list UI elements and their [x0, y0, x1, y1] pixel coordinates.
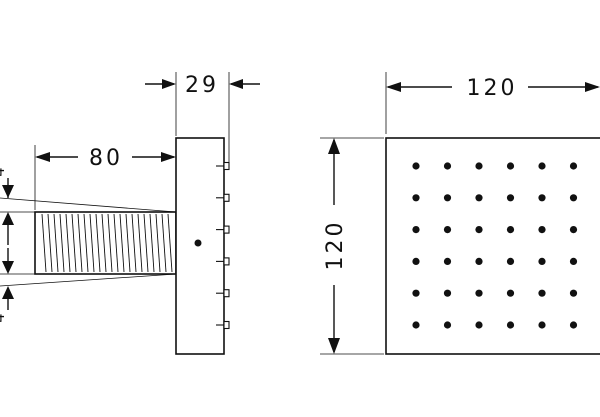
- nozzle-dot: [475, 162, 483, 170]
- dim-80-label: 80: [89, 146, 123, 171]
- nozzle-dot: [506, 289, 515, 297]
- nozzle-dot: [569, 257, 578, 265]
- dim-120-width-label: 120: [467, 76, 518, 101]
- nozzle-dot: [538, 321, 546, 329]
- thread-line: [107, 213, 113, 273]
- side-nozzle-stub: [223, 225, 230, 234]
- nozzle-dot: [412, 321, 420, 329]
- nozzle-dot: [412, 289, 420, 297]
- thread-line: [89, 213, 95, 273]
- thread-line: [149, 213, 155, 273]
- thread-line: [59, 213, 65, 273]
- thread-line: [77, 213, 83, 273]
- thread-line: [131, 213, 137, 273]
- thread-line: [143, 213, 149, 273]
- thread-line: [47, 213, 53, 273]
- side-nozzle-stub: [223, 161, 230, 171]
- nozzle-dot: [443, 162, 452, 170]
- nozzle-dot: [538, 162, 546, 170]
- thread-line: [119, 213, 125, 273]
- nozzle-dot: [475, 321, 483, 329]
- nozzle-dot: [412, 162, 420, 170]
- thread-line: [113, 213, 119, 273]
- dim-29-label: 29: [185, 73, 219, 98]
- thread-line: [71, 213, 77, 273]
- center-mark: [194, 239, 202, 247]
- nozzle-dot: [475, 257, 483, 265]
- nozzle-dot: [443, 321, 452, 329]
- thread-line: [41, 213, 47, 273]
- nozzle-dot: [506, 321, 515, 329]
- front-face: [385, 137, 600, 355]
- side-view: 29 80 4 4: [0, 72, 260, 355]
- thread-line: [83, 213, 89, 273]
- side-nozzle-stub: [223, 193, 230, 202]
- nozzle-dot: [569, 194, 578, 202]
- thread-line: [53, 213, 59, 273]
- nozzle-dot: [443, 226, 452, 234]
- dim-120-width: 120: [385, 72, 600, 134]
- side-nozzle-stub: [223, 289, 230, 298]
- thread-line: [161, 213, 167, 273]
- nozzle-dot: [475, 226, 483, 234]
- side-nozzle-stub: [223, 320, 230, 330]
- nozzle-dot: [538, 257, 546, 265]
- front-view: 120 120: [320, 72, 600, 355]
- nozzle-dot: [506, 194, 515, 202]
- nozzle-dot: [412, 257, 420, 265]
- dim-4-top-label: 4: [0, 167, 8, 176]
- nozzle-dot: [475, 194, 483, 202]
- nozzle-dot: [569, 162, 578, 170]
- nozzle-dot: [569, 321, 578, 329]
- dim-120-height: 120: [320, 137, 384, 355]
- thread-line: [125, 213, 131, 273]
- thread-line: [167, 213, 173, 273]
- thread-line: [65, 213, 71, 273]
- thread-line: [101, 213, 107, 273]
- dim-4-bottom-label: 4: [0, 313, 8, 322]
- dim-80: 80: [34, 145, 176, 210]
- threaded-arm: [0, 197, 177, 287]
- nozzle-dot: [506, 257, 515, 265]
- nozzle-dot: [538, 226, 546, 234]
- side-body: [175, 137, 225, 355]
- side-nozzles: [216, 161, 230, 330]
- nozzle-dot: [506, 162, 515, 170]
- nozzle-dot: [475, 289, 483, 297]
- side-nozzle-stub: [223, 257, 230, 266]
- nozzle-dot: [412, 226, 420, 234]
- nozzle-dot: [412, 194, 420, 202]
- nozzle-dot: [569, 226, 578, 234]
- dim-120-height-label: 120: [323, 220, 348, 271]
- thread-line: [155, 213, 161, 273]
- dim-4-top: 4: [0, 167, 35, 245]
- dim-29: 29: [145, 72, 260, 168]
- dim-4-bottom: 4: [0, 248, 35, 322]
- thread-line: [137, 213, 143, 273]
- nozzle-dot: [443, 194, 452, 202]
- nozzle-dot: [569, 289, 578, 297]
- thread-line: [95, 213, 101, 273]
- nozzle-dot: [443, 289, 452, 297]
- nozzle-dot: [538, 289, 546, 297]
- thread-lines: [41, 213, 173, 273]
- nozzle-dot: [506, 226, 515, 234]
- nozzle-dot: [443, 257, 452, 265]
- nozzle-grid: [412, 162, 578, 329]
- nozzle-dot: [538, 194, 546, 202]
